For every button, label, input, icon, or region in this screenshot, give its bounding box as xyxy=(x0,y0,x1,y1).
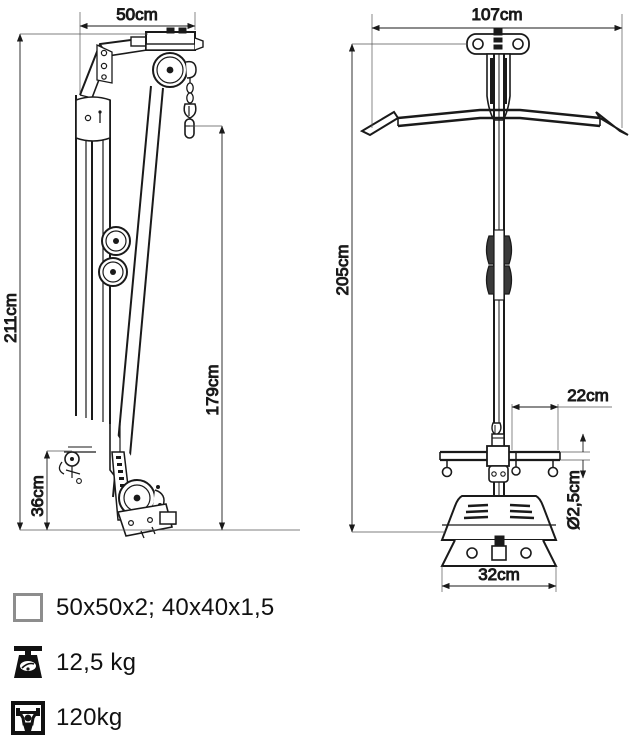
dimension-label-36cm: 36cm xyxy=(28,475,47,517)
side-view-geometry xyxy=(58,27,204,539)
legend-label-profile: 50x50x2; 40x40x1,5 xyxy=(56,593,275,621)
side-view-dimensions xyxy=(16,12,300,531)
legend-item-weight: 12,5 kg xyxy=(0,635,629,690)
weight-scale-icon xyxy=(0,645,56,681)
dimension-label-211cm: 211cm xyxy=(1,293,20,343)
legend: 50x50x2; 40x40x1,5 12,5 kg xyxy=(0,580,629,745)
dimension-label-107cm: 107cm xyxy=(471,5,522,24)
dimension-label-179cm: 179cm xyxy=(203,364,222,415)
square-tube-profile-icon xyxy=(0,593,56,622)
legend-item-max-load: 120kg xyxy=(0,690,629,745)
dimension-label-22cm: 22cm xyxy=(567,386,609,405)
dimension-label-diameter: Ø2,5cm xyxy=(564,470,583,530)
weight-lifter-icon xyxy=(0,700,56,736)
dimension-label-32cm: 32cm xyxy=(478,565,520,584)
front-view-geometry xyxy=(359,27,629,567)
legend-item-profile: 50x50x2; 40x40x1,5 xyxy=(0,580,629,635)
legend-label-max-load: 120kg xyxy=(56,703,123,731)
dimension-label-50cm: 50cm xyxy=(116,5,158,24)
front-view-dimensions xyxy=(348,14,623,592)
dimension-label-205cm: 205cm xyxy=(333,244,352,295)
low-pulley-assembly xyxy=(58,424,177,539)
legend-label-weight: 12,5 kg xyxy=(56,648,137,676)
